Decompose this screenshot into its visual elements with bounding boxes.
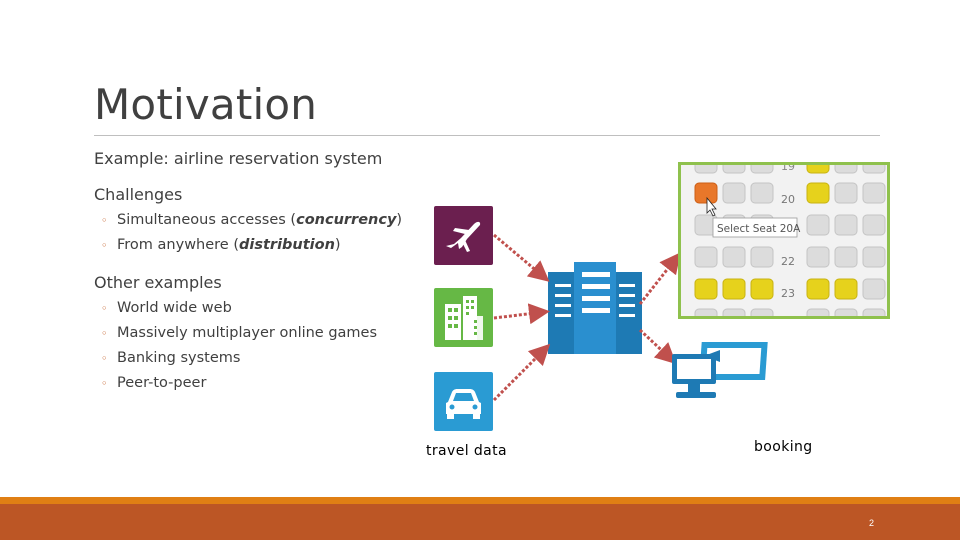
- other-examples-heading: Other examples: [94, 273, 222, 292]
- arrow-car-to-server: [492, 343, 551, 402]
- challenges-heading: Challenges: [94, 185, 183, 204]
- row-label: 22: [781, 255, 795, 268]
- seat: [806, 214, 830, 236]
- bullet-icon: ◦: [101, 214, 108, 227]
- server-icon: [548, 262, 642, 354]
- seat: [722, 182, 746, 204]
- seat: [694, 182, 718, 204]
- footer-bar: [0, 504, 960, 540]
- seat: [750, 278, 774, 300]
- travel-data-caption: travel data: [426, 443, 507, 459]
- car-icon: [434, 372, 493, 431]
- bullet-icon: ◦: [101, 377, 108, 390]
- seat: [722, 308, 746, 316]
- seat: [722, 165, 746, 174]
- row-label: 19: [781, 165, 795, 173]
- seat: [694, 246, 718, 268]
- computer-icon: [672, 342, 768, 398]
- seat: [750, 308, 774, 316]
- booking-caption: booking: [754, 439, 813, 455]
- airplane-icon: [434, 206, 493, 265]
- seat: [694, 278, 718, 300]
- slide-body: Example: airline reservation system Chal…: [94, 148, 424, 396]
- page-number: 2: [869, 518, 875, 528]
- cursor-icon: [706, 196, 717, 217]
- list-item: ◦Simultaneous accesses (concurrency): [94, 208, 424, 233]
- other-examples-list: ◦World wide web ◦Massively multiplayer o…: [94, 296, 424, 396]
- bullet-icon: ◦: [101, 327, 108, 340]
- arrow-building-to-server: [493, 303, 550, 325]
- seat: [750, 246, 774, 268]
- seat: [862, 278, 886, 300]
- seat: [834, 308, 858, 316]
- seat: [834, 214, 858, 236]
- title-divider: [94, 135, 880, 136]
- seat: [862, 214, 886, 236]
- seat: [834, 246, 858, 268]
- list-item: ◦Peer-to-peer: [94, 371, 424, 396]
- footer-accent-bar: [0, 497, 960, 504]
- seat-tooltip: [712, 217, 798, 238]
- seat: [862, 308, 886, 316]
- seat: [722, 246, 746, 268]
- row-label: 20: [781, 193, 795, 206]
- seat: [862, 165, 886, 174]
- bullet-icon: ◦: [101, 239, 108, 252]
- seat: [750, 182, 774, 204]
- example-line: Example: airline reservation system: [94, 149, 383, 168]
- seat: [694, 308, 718, 316]
- arrow-server-to-seatmap: [638, 252, 681, 305]
- seat: [806, 308, 830, 316]
- seat: [806, 246, 830, 268]
- arrow-plane-to-server: [493, 233, 550, 282]
- seat-map-image: 19 20 22 23 Select Seat 20A: [678, 162, 890, 319]
- seat: [862, 182, 886, 204]
- list-item: ◦Banking systems: [94, 346, 424, 371]
- row-label: 23: [781, 287, 795, 300]
- list-item: ◦Massively multiplayer online games: [94, 321, 424, 346]
- seat: [806, 278, 830, 300]
- seat: [750, 165, 774, 174]
- seat: [694, 165, 718, 174]
- list-item: ◦From anywhere (distribution): [94, 233, 424, 258]
- seat: [834, 182, 858, 204]
- slide-title: Motivation: [94, 80, 318, 129]
- tooltip-text: Select Seat 20A: [717, 223, 801, 235]
- buildings-icon: [434, 288, 493, 347]
- seat: [862, 246, 886, 268]
- seat: [806, 165, 830, 174]
- challenges-list: ◦Simultaneous accesses (concurrency) ◦Fr…: [94, 208, 424, 258]
- bullet-icon: ◦: [101, 302, 108, 315]
- seat: [722, 278, 746, 300]
- seat: [834, 278, 858, 300]
- seat: [806, 182, 830, 204]
- seat: [834, 165, 858, 174]
- list-item: ◦World wide web: [94, 296, 424, 321]
- bullet-icon: ◦: [101, 352, 108, 365]
